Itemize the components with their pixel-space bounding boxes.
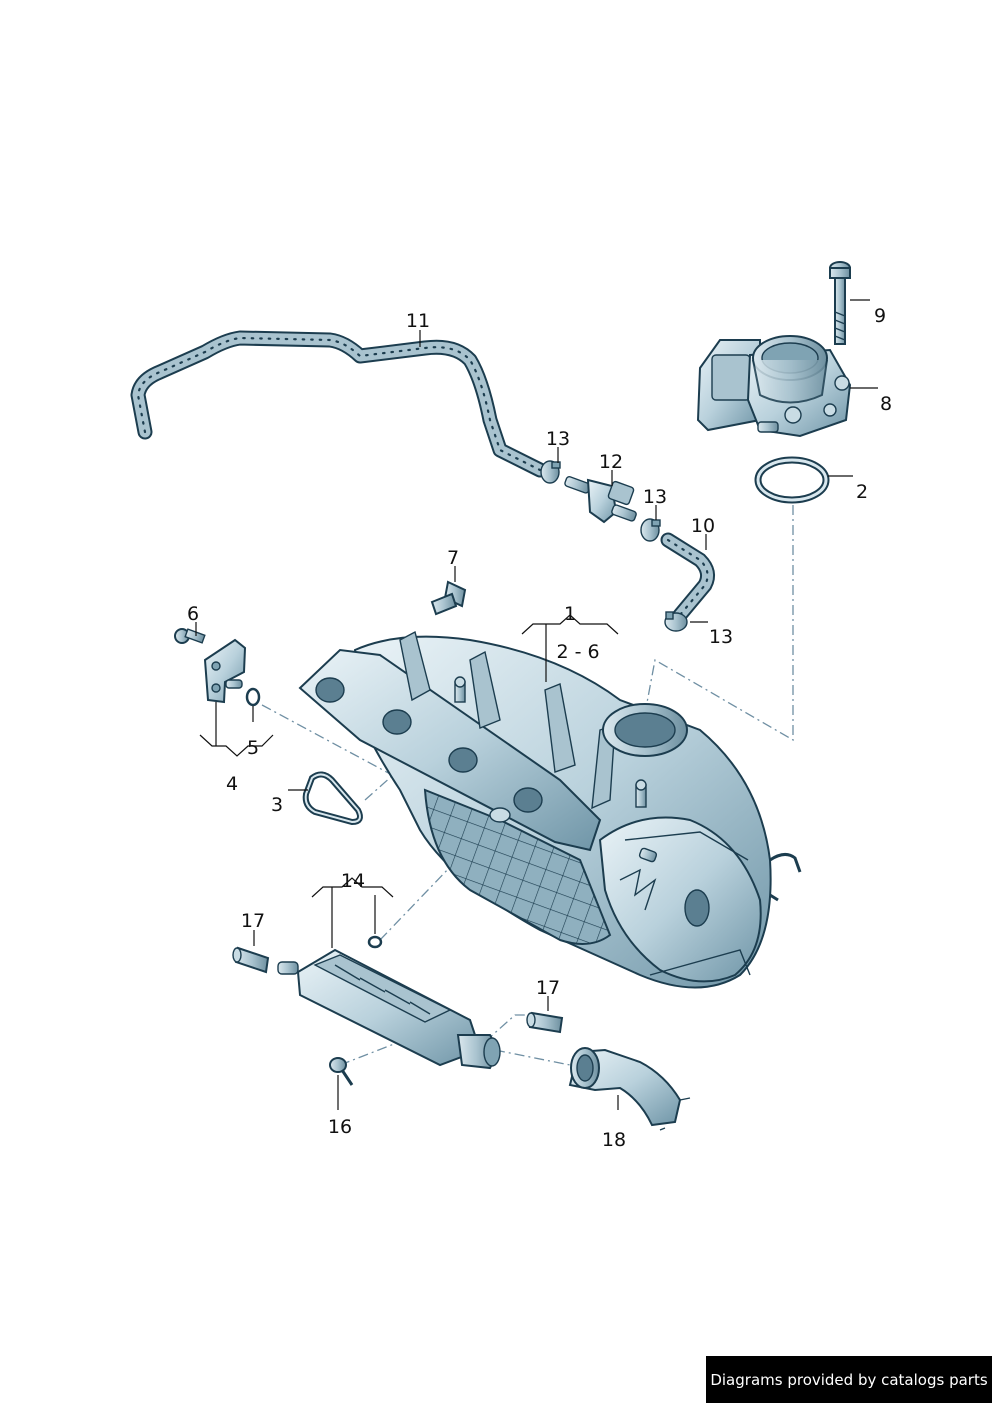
screw-6 bbox=[174, 628, 206, 644]
seal-ring-2 bbox=[754, 456, 830, 504]
callout-7: 7 bbox=[447, 547, 459, 569]
hose-clamp-13c bbox=[664, 611, 688, 632]
callout-2-6: 2 - 6 bbox=[556, 641, 599, 663]
hose-10 bbox=[660, 532, 716, 623]
callout-10: 10 bbox=[691, 515, 715, 537]
callout-11: 11 bbox=[406, 310, 430, 332]
sleeve-17a bbox=[232, 946, 270, 974]
screw-16 bbox=[329, 1057, 354, 1086]
credit-text: Diagrams provided by catalogs parts bbox=[710, 1370, 988, 1389]
callout-18: 18 bbox=[602, 1129, 626, 1151]
callout-14: 14 bbox=[341, 870, 365, 892]
hose-11 bbox=[130, 330, 548, 478]
callout-17-right: 17 bbox=[536, 977, 560, 999]
throttle-body-8 bbox=[696, 335, 852, 438]
callout-2: 2 bbox=[856, 481, 868, 503]
valve-12 bbox=[564, 476, 637, 524]
hose-clamp-13b bbox=[640, 518, 661, 542]
callout-6: 6 bbox=[187, 603, 199, 625]
actuator-module-14 bbox=[277, 935, 501, 1070]
callout-labels: 11 9 8 2 13 12 13 10 13 7 1 2 - 6 6 5 4 … bbox=[187, 305, 892, 1151]
callout-16: 16 bbox=[328, 1116, 352, 1138]
callout-1: 1 bbox=[564, 603, 576, 625]
pipe-18 bbox=[568, 1047, 691, 1131]
credit-banner: Diagrams provided by catalogs parts bbox=[706, 1356, 992, 1403]
leader-lines bbox=[195, 299, 878, 1110]
callout-3: 3 bbox=[271, 794, 283, 816]
callout-13-middle: 13 bbox=[643, 486, 667, 508]
bolt-7 bbox=[430, 580, 467, 616]
sensor-4 bbox=[203, 638, 247, 704]
hose-clamp-13a bbox=[540, 460, 561, 484]
callout-13-bottom: 13 bbox=[709, 626, 733, 648]
callout-17-left: 17 bbox=[241, 910, 265, 932]
callout-4: 4 bbox=[226, 773, 238, 795]
callout-9: 9 bbox=[874, 305, 886, 327]
gasket-3 bbox=[302, 771, 363, 826]
bolt-9 bbox=[829, 261, 851, 345]
seal-ring-5 bbox=[245, 687, 261, 707]
sleeve-17b bbox=[526, 1011, 564, 1034]
callout-8: 8 bbox=[880, 393, 892, 415]
callout-5: 5 bbox=[247, 737, 259, 759]
callout-12: 12 bbox=[599, 451, 623, 473]
callout-13-top: 13 bbox=[546, 428, 570, 450]
intake-manifold-1 bbox=[298, 630, 802, 989]
